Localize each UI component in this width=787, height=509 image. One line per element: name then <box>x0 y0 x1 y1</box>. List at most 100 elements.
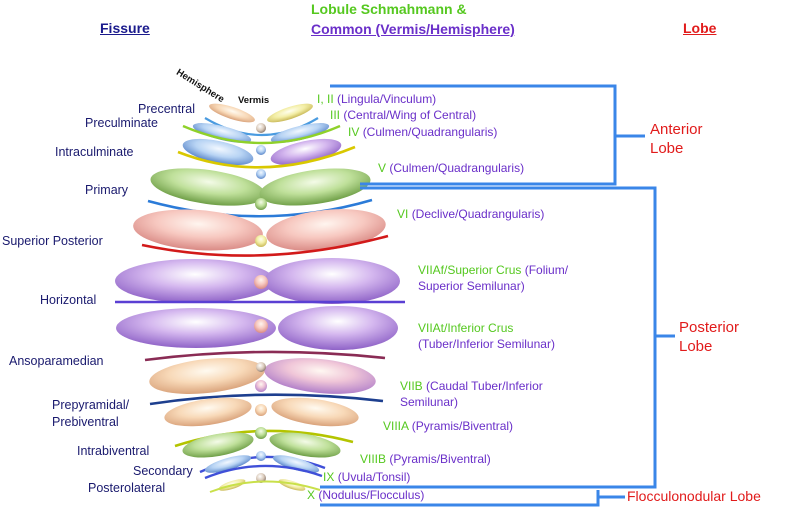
lobule-vi-left <box>133 209 263 251</box>
vermis-vi <box>255 235 267 247</box>
lobule-i-ii-right <box>267 103 313 123</box>
lobule-viiaf-right <box>264 258 400 304</box>
fissure-primary: Primary <box>85 183 129 197</box>
vermis-ix <box>256 451 266 461</box>
prepyramidal-fissure <box>149 393 384 406</box>
lobe-header: Lobe <box>683 20 717 36</box>
secondary-fissure-b <box>204 464 323 480</box>
vermis-viiia <box>255 404 267 416</box>
lobule-name: (Nodulus/Flocculus) <box>318 488 425 502</box>
fissure-precentral: Precentral <box>138 102 195 116</box>
lobule-label-viib: VIIB (Caudal Tuber/Inferior Semilunar) <box>400 378 543 410</box>
lobule-name: (Lingula/Vinculum) <box>337 92 437 106</box>
lobule-name: (Declive/Quadrangularis) <box>411 207 545 221</box>
ansoparamedian-fissure <box>144 350 386 362</box>
common-header: Common (Vermis/Hemisphere) <box>311 21 515 37</box>
lobule-viiia-left <box>164 397 252 427</box>
lobule-number: VIIIA <box>383 419 409 433</box>
lobule-iv-left <box>182 138 254 166</box>
lobule-viiib-left <box>182 432 254 458</box>
lobule-name: (Caudal Tuber/Inferior <box>426 379 543 393</box>
lobule-ix-left <box>204 455 252 473</box>
fissure-intrabiventral: Intrabiventral <box>77 444 150 458</box>
lobule-number: V <box>378 161 387 175</box>
vermis-viiaf <box>254 275 268 289</box>
posterior-lobe-line2: Lobe <box>679 338 713 355</box>
primary-fissure <box>147 198 373 218</box>
lobule-viiat-left <box>116 308 276 348</box>
lobule-number: VIIIB <box>360 452 387 466</box>
lobule-number: VIIAf/Superior Crus <box>418 263 522 277</box>
anterior-lobe-label: Anterior Lobe <box>650 120 703 158</box>
anterior-lobe-line2: Lobe <box>650 140 684 157</box>
superior-posterior-fissure <box>141 234 389 257</box>
fissure-secondary: Secondary <box>133 464 193 478</box>
fissure-posterolateral: Posterolateral <box>88 481 166 495</box>
lobule-name: (Pyramis/Biventral) <box>411 419 514 433</box>
fissure-preculminate: Preculminate <box>85 116 158 130</box>
vermis-viiat <box>254 319 268 333</box>
flocculonodular-bracket <box>320 490 600 507</box>
lobule-label-iv: IV (Culmen/Quadrangularis) <box>348 124 497 140</box>
lobule-name: (Culmen/Quadrangularis) <box>362 125 498 139</box>
lobe-brackets <box>320 84 675 507</box>
lobule-label-iii: III (Central/Wing of Central) <box>330 107 476 123</box>
lobule-viib-right <box>264 358 376 394</box>
lobule-label-viiat: VIIAt/Inferior Crus (Tuber/Inferior Semi… <box>418 320 555 352</box>
vermis-viib <box>256 362 266 372</box>
lobule-viiat-right <box>278 306 398 350</box>
precentral-fissure <box>204 117 319 137</box>
posterolateral-fissure <box>209 480 321 493</box>
lobule-name: (Central/Wing of Central) <box>343 108 477 122</box>
intraculminate-fissure <box>177 145 356 169</box>
lobule-vi-right <box>266 209 386 251</box>
lobule-label-v: V (Culmen/Quadrangularis) <box>378 160 524 176</box>
fissure-prepyramidal: Prepyramidal/ <box>52 398 130 412</box>
lobule-name: (Culmen/Quadrangularis) <box>389 161 525 175</box>
lobule-number: VIIAt/Inferior Crus <box>418 321 514 335</box>
fissure-superior-posterior: Superior Posterior <box>2 234 103 248</box>
lobule-number: VIIB <box>400 379 423 393</box>
lobule-name-line2: Superior Semilunar) <box>418 279 525 293</box>
lobule-label-ix: IX (Uvula/Tonsil) <box>323 469 410 485</box>
vermis-i-ii <box>256 123 266 133</box>
lobule-v-right <box>259 168 371 206</box>
posterior-lobe-line1: Posterior <box>679 319 740 336</box>
lobule-name: (Uvula/Tonsil) <box>337 470 411 484</box>
fissure-header: Fissure <box>100 20 150 36</box>
lobule-v-left <box>150 168 266 206</box>
lobule-i-ii-left <box>209 103 255 123</box>
lobule-label-i-ii: I, II (Lingula/Vinculum) <box>317 91 436 107</box>
lobule-viib-left <box>149 358 265 394</box>
lobule-name-line2: Semilunar) <box>400 395 459 409</box>
lobule-iv-right <box>270 138 342 166</box>
fissure-ansoparamedian: Ansoparamedian <box>9 354 104 368</box>
fissure-prebiventral: Prebiventral <box>52 415 119 429</box>
vermis-label: Vermis <box>238 95 270 106</box>
posterior-lobe-label: Posterior Lobe <box>679 318 739 356</box>
lobule-label-viiib: VIIIB (Pyramis/Biventral) <box>360 451 491 467</box>
lobule-number: III <box>330 108 341 122</box>
lobule-number: I, II <box>317 92 334 106</box>
fissure-intraculminate: Intraculminate <box>55 145 134 159</box>
lobule-number: IX <box>323 470 335 484</box>
lobule-number: VI <box>397 207 409 221</box>
vermis-iv <box>256 145 266 155</box>
lobule-viiaf-left <box>115 259 275 303</box>
lobule-viiia-right <box>271 397 359 427</box>
anterior-lobe-line1: Anterior <box>650 121 703 138</box>
lobule-label-viiia: VIIIA (Pyramis/Biventral) <box>383 418 513 434</box>
lobule-header: Lobule Schmahmann & <box>311 1 467 17</box>
lobule-number: IV <box>348 125 360 139</box>
lobule-label-x: X (Nodulus/Flocculus) <box>307 487 424 503</box>
vermis-viiib <box>255 427 267 439</box>
flocculonodular-lobe-label: Flocculonodular Lobe <box>627 488 761 504</box>
lobule-name: (Folium/ <box>524 263 569 277</box>
vermis-v <box>256 169 266 179</box>
fissure-horizontal: Horizontal <box>40 293 97 307</box>
vermis-v-2 <box>255 198 267 210</box>
preculminate-fissure <box>182 124 341 145</box>
lobule-label-vi: VI (Declive/Quadrangularis) <box>397 206 544 222</box>
